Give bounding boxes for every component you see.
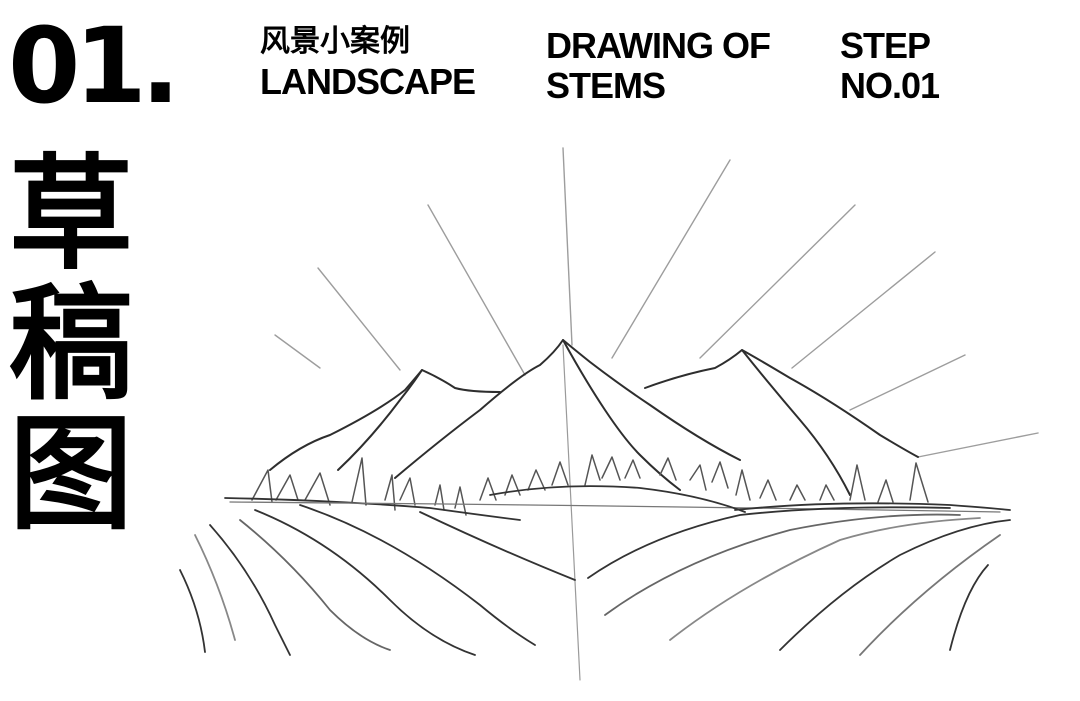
topic-line-2: STEMS <box>546 65 666 106</box>
tree-line <box>251 454 929 516</box>
center-guide-line <box>562 344 581 681</box>
side-title-char-3: 图 <box>8 403 133 547</box>
category-en: LANDSCAPE <box>260 61 476 102</box>
step-line-2: NO.01 <box>840 65 940 106</box>
category-cn: 风景小案例 <box>260 24 410 59</box>
fields-right <box>587 506 1011 656</box>
category-block: 风景小案例 LANDSCAPE <box>260 22 476 102</box>
topic-block: DRAWING OF STEMS <box>546 22 771 106</box>
side-title: 草 稿 图 <box>6 150 136 540</box>
mountains <box>269 339 919 496</box>
side-title-char-1: 草 <box>8 143 133 287</box>
side-title-char-2: 稿 <box>8 273 133 417</box>
step-line-1: STEP <box>840 25 931 66</box>
topic-line-1: DRAWING OF <box>546 25 771 66</box>
step-block: STEP NO.01 <box>840 22 940 106</box>
sun-rays <box>274 147 1039 458</box>
fields-left <box>179 504 576 656</box>
horizon <box>224 485 1011 521</box>
step-number: 01. <box>8 5 180 127</box>
